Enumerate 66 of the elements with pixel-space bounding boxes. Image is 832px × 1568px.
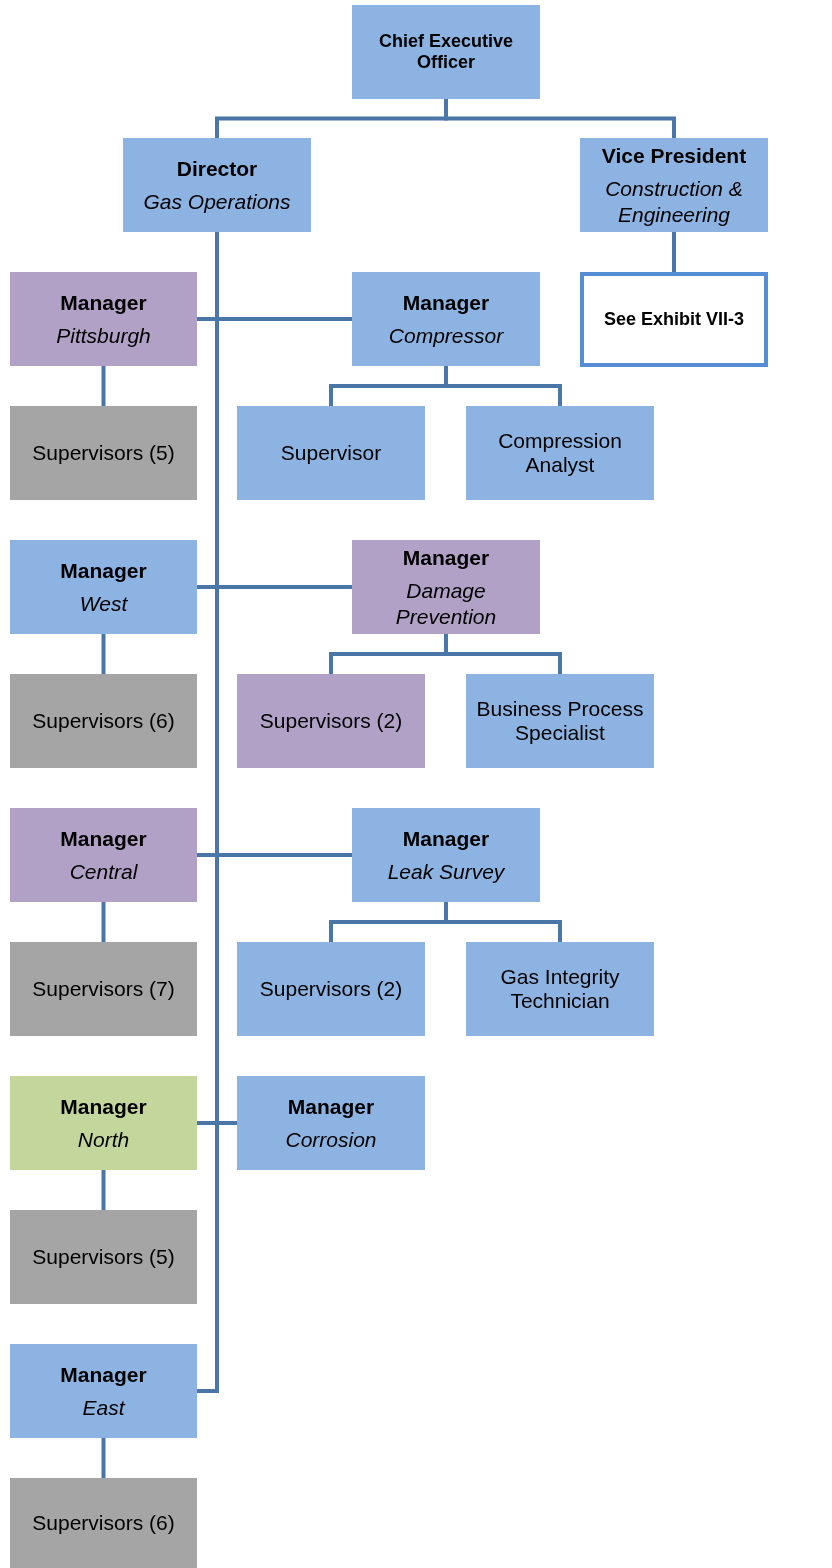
position-box xyxy=(352,808,540,902)
connector-line xyxy=(101,1438,106,1478)
unit-name: East xyxy=(82,1395,125,1421)
connector-line xyxy=(672,232,676,272)
position-label: Supervisors (5) xyxy=(32,440,175,466)
role-title: Manager xyxy=(60,1093,147,1119)
position-label: Supervisors (7) xyxy=(32,976,175,1002)
position-label: Compression Analyst xyxy=(497,428,623,478)
connector-line xyxy=(101,902,106,942)
position-label: Gas Integrity Technician xyxy=(499,964,621,1014)
connector-line xyxy=(101,1170,106,1210)
position-box xyxy=(10,1076,197,1170)
position-label: Supervisors (6) xyxy=(32,1510,175,1536)
position-box xyxy=(10,540,197,634)
connector-line xyxy=(101,366,106,406)
position-label: Supervisors (2) xyxy=(259,708,403,734)
connector-line xyxy=(444,99,676,138)
role-title: Manager xyxy=(60,825,147,851)
unit-name: Corrosion xyxy=(285,1127,377,1153)
unit-name: North xyxy=(77,1127,130,1153)
position-label: Supervisors (2) xyxy=(259,976,403,1002)
role-title: Vice President xyxy=(601,143,747,169)
position-box xyxy=(466,406,654,500)
role-title: Director xyxy=(176,155,258,181)
unit-name: Compressor xyxy=(388,323,504,349)
position-box xyxy=(10,1344,197,1438)
role-title: Manager xyxy=(402,825,490,851)
position-box xyxy=(580,138,768,232)
position-box xyxy=(466,942,654,1036)
position-box xyxy=(10,1210,197,1304)
unit-name: Pittsburgh xyxy=(56,323,151,349)
position-box xyxy=(10,272,197,366)
reference-box xyxy=(580,272,768,367)
role-title: Manager xyxy=(60,289,147,315)
position-label: Supervisors (6) xyxy=(32,708,175,734)
position-box xyxy=(10,674,197,768)
position-label: See Exhibit VII-3 xyxy=(603,309,744,330)
connector-line xyxy=(101,634,106,674)
position-box xyxy=(10,942,197,1036)
position-box xyxy=(352,540,540,634)
position-box xyxy=(352,5,540,99)
position-box xyxy=(466,674,654,768)
role-title: Manager xyxy=(287,1093,375,1119)
position-box xyxy=(237,942,425,1036)
position-box xyxy=(123,138,311,232)
position-box xyxy=(10,808,197,902)
position-box xyxy=(10,1478,197,1568)
position-box xyxy=(352,272,540,366)
position-label: Supervisor xyxy=(280,440,382,466)
unit-name: Gas Operations xyxy=(143,189,291,215)
role-title: Manager xyxy=(402,545,490,571)
position-box xyxy=(237,1076,425,1170)
role-title: Manager xyxy=(402,289,490,315)
position-box xyxy=(237,406,425,500)
position-label: Business Process Specialist xyxy=(475,696,645,746)
unit-name: Construction & Engineering xyxy=(604,176,744,227)
unit-name: Damage Prevention xyxy=(394,578,498,629)
unit-name: Leak Survey xyxy=(387,859,505,885)
position-box xyxy=(10,406,197,500)
position-box xyxy=(237,674,425,768)
unit-name: Central xyxy=(69,859,138,885)
role-title: Manager xyxy=(60,557,147,583)
position-label: Supervisors (5) xyxy=(32,1244,175,1270)
role-title: Manager xyxy=(60,1361,147,1387)
position-label: Chief Executive Officer xyxy=(377,31,515,73)
unit-name: West xyxy=(79,591,128,617)
